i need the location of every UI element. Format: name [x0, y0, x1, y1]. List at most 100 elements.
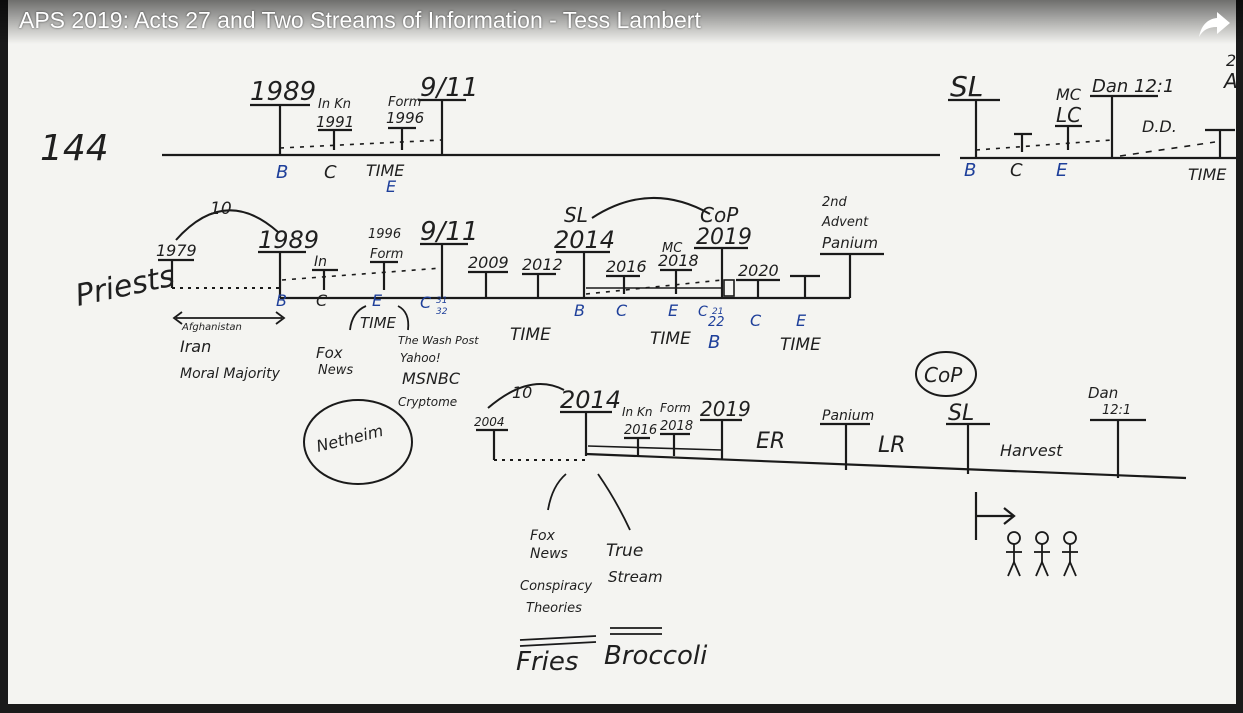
- share-arrow-icon: [1199, 12, 1230, 37]
- svg-text:E: E: [796, 311, 807, 330]
- svg-text:1991: 1991: [316, 113, 354, 131]
- svg-text:SL: SL: [564, 203, 588, 227]
- svg-text:E: E: [668, 301, 679, 320]
- svg-text:C: C: [420, 293, 432, 312]
- svg-text:E: E: [1056, 160, 1068, 181]
- svg-text:1989: 1989: [250, 77, 316, 107]
- svg-text:Form: Form: [370, 247, 403, 262]
- svg-text:2018: 2018: [660, 419, 693, 434]
- svg-text:B: B: [964, 160, 976, 181]
- svg-text:Fox: Fox: [316, 344, 343, 362]
- svg-text:1996: 1996: [368, 227, 401, 242]
- svg-text:Fox: Fox: [530, 528, 556, 544]
- svg-text:2012: 2012: [522, 255, 563, 274]
- svg-text:MSNBC: MSNBC: [402, 369, 461, 388]
- svg-text:News: News: [318, 363, 353, 378]
- fries-label: Fries: [516, 647, 578, 677]
- svg-text:Afghanistan: Afghanistan: [181, 322, 242, 333]
- svg-text:D.D.: D.D.: [1142, 117, 1177, 136]
- svg-text:22: 22: [708, 315, 725, 330]
- svg-text:Moral Majority: Moral Majority: [180, 366, 281, 382]
- svg-text:News: News: [530, 546, 568, 562]
- svg-text:Panium: Panium: [822, 408, 874, 424]
- svg-text:Yahoo!: Yahoo!: [400, 351, 441, 365]
- svg-text:2016: 2016: [624, 423, 657, 438]
- svg-text:TIME: TIME: [510, 325, 551, 345]
- svg-text:TIME: TIME: [1188, 165, 1227, 184]
- svg-text:A: A: [1222, 69, 1238, 93]
- svg-text:2nd: 2nd: [822, 195, 848, 210]
- svg-text:2014: 2014: [560, 386, 621, 414]
- svg-text:C: C: [616, 301, 628, 320]
- svg-text:2014: 2014: [554, 226, 615, 254]
- svg-text:Dan 12:1: Dan 12:1: [1092, 76, 1174, 97]
- svg-text:SL: SL: [948, 401, 974, 426]
- top-timeline: [162, 94, 1243, 160]
- svg-text:Iran: Iran: [180, 337, 211, 356]
- svg-text:1989: 1989: [258, 226, 319, 254]
- svg-text:CoP: CoP: [700, 203, 739, 227]
- cop-circle-label: CoP: [924, 363, 963, 387]
- whiteboard-edge-right: [1236, 0, 1243, 713]
- svg-text:Dan: Dan: [1088, 384, 1118, 402]
- svg-text:LC: LC: [1056, 103, 1081, 127]
- svg-text:True: True: [606, 541, 643, 561]
- svg-text:31: 31: [436, 296, 447, 306]
- svg-text:B: B: [574, 301, 585, 320]
- svg-text:Panium: Panium: [822, 234, 878, 252]
- svg-text:LR: LR: [878, 433, 906, 458]
- svg-text:MC: MC: [662, 241, 683, 256]
- svg-text:10: 10: [210, 199, 232, 219]
- svg-text:In Kn: In Kn: [318, 97, 351, 112]
- svg-text:12:1: 12:1: [1102, 403, 1131, 418]
- priests-timeline: [158, 197, 884, 331]
- svg-text:In Kn: In Kn: [622, 405, 652, 419]
- svg-text:1979: 1979: [156, 241, 197, 260]
- svg-text:The Wash Post: The Wash Post: [398, 334, 479, 347]
- svg-text:B: B: [276, 291, 287, 310]
- svg-text:MC: MC: [1056, 85, 1082, 104]
- whiteboard-edge-bottom: [0, 704, 1243, 713]
- svg-text:B: B: [708, 332, 720, 353]
- svg-text:In: In: [314, 254, 327, 270]
- title-bar: APS 2019: Acts 27 and Two Streams of Inf…: [0, 0, 1243, 44]
- svg-text:Form: Form: [388, 95, 421, 110]
- svg-text:9/11: 9/11: [420, 73, 478, 103]
- svg-text:2019: 2019: [696, 225, 752, 250]
- svg-text:Theories: Theories: [526, 601, 582, 616]
- svg-text:Harvest: Harvest: [1000, 441, 1063, 460]
- svg-text:C: C: [324, 162, 337, 183]
- svg-text:21: 21: [712, 307, 723, 317]
- share-button[interactable]: [1197, 6, 1233, 40]
- video-title[interactable]: APS 2019: Acts 27 and Two Streams of Inf…: [19, 7, 701, 33]
- priests-timeline-text: Priests 1979 10 1989 In 1996 Form 9/11 2…: [72, 195, 878, 409]
- svg-text:1996: 1996: [386, 109, 424, 127]
- svg-text:TIME: TIME: [360, 314, 397, 332]
- svg-text:C: C: [316, 291, 328, 310]
- stick-figures: [1006, 531, 1078, 577]
- top-timeline-text: 144 1989 In Kn 1991 Form 1996 9/11 B C T…: [40, 51, 1238, 196]
- svg-text:ER: ER: [756, 429, 785, 454]
- svg-text:2: 2: [1226, 51, 1236, 70]
- svg-text:2019: 2019: [700, 397, 751, 421]
- broccoli-label: Broccoli: [604, 641, 708, 671]
- svg-text:TIME: TIME: [366, 161, 405, 180]
- svg-text:2018: 2018: [658, 251, 699, 270]
- svg-text:2009: 2009: [468, 253, 509, 272]
- svg-text:SL: SL: [950, 70, 983, 103]
- svg-text:TIME: TIME: [780, 335, 821, 355]
- svg-text:TIME: TIME: [650, 329, 691, 349]
- svg-text:E: E: [386, 177, 397, 196]
- svg-text:Form: Form: [660, 401, 691, 415]
- svg-text:Advent: Advent: [821, 215, 869, 230]
- whiteboard-edge-left: [0, 0, 8, 713]
- svg-text:2016: 2016: [606, 257, 647, 276]
- svg-text:B: B: [276, 162, 288, 183]
- svg-text:Stream: Stream: [608, 568, 663, 586]
- svg-text:E: E: [372, 291, 383, 310]
- svg-text:C: C: [750, 311, 762, 330]
- svg-text:2004: 2004: [474, 415, 505, 429]
